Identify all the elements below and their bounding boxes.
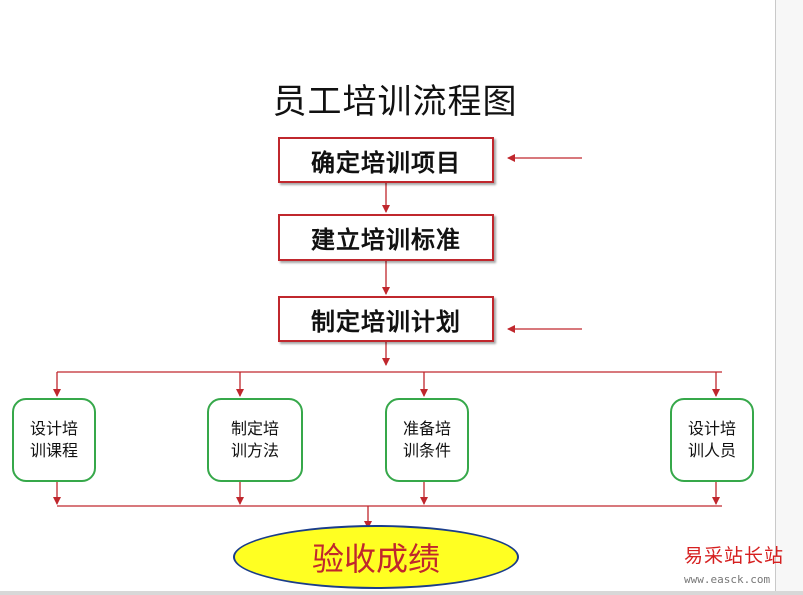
- branch-1-line-1: 设计培: [29, 419, 78, 438]
- branch-3-line-1: 准备培: [402, 419, 451, 438]
- diagram-title: 员工培训流程图: [272, 82, 518, 122]
- step-box-2: 建立培训标准: [278, 214, 494, 261]
- branch-box-1: 设计培训课程: [12, 398, 96, 482]
- branch-box-4: 设计培训人员: [670, 398, 754, 482]
- step-label-3: 制定培训计划: [311, 307, 461, 336]
- branch-2-line-2: 训方法: [230, 441, 279, 460]
- branch-3-line-2: 训条件: [402, 441, 451, 460]
- final-label: 验收成绩: [311, 540, 440, 578]
- branch-4-line-2: 训人员: [687, 441, 736, 460]
- branch-4-line-1: 设计培: [687, 419, 736, 438]
- branch-box-3: 准备培训条件: [385, 398, 469, 482]
- step-box-3: 制定培训计划: [278, 296, 494, 342]
- branch-2-line-1: 制定培: [230, 419, 279, 438]
- window-bottom-edge: [0, 591, 803, 595]
- final-ellipse: 验收成绩: [233, 525, 519, 589]
- watermark-url: www.easck.com: [684, 573, 771, 586]
- step-label-2: 建立培训标准: [311, 226, 461, 254]
- branch-1-line-2: 训课程: [29, 441, 78, 460]
- branch-box-2: 制定培训方法: [207, 398, 303, 482]
- step-label-1: 确定培训项目: [311, 148, 461, 177]
- step-box-1: 确定培训项目: [278, 137, 494, 183]
- watermark-text: 易采站长站: [684, 545, 785, 567]
- window-right-edge: [775, 0, 803, 595]
